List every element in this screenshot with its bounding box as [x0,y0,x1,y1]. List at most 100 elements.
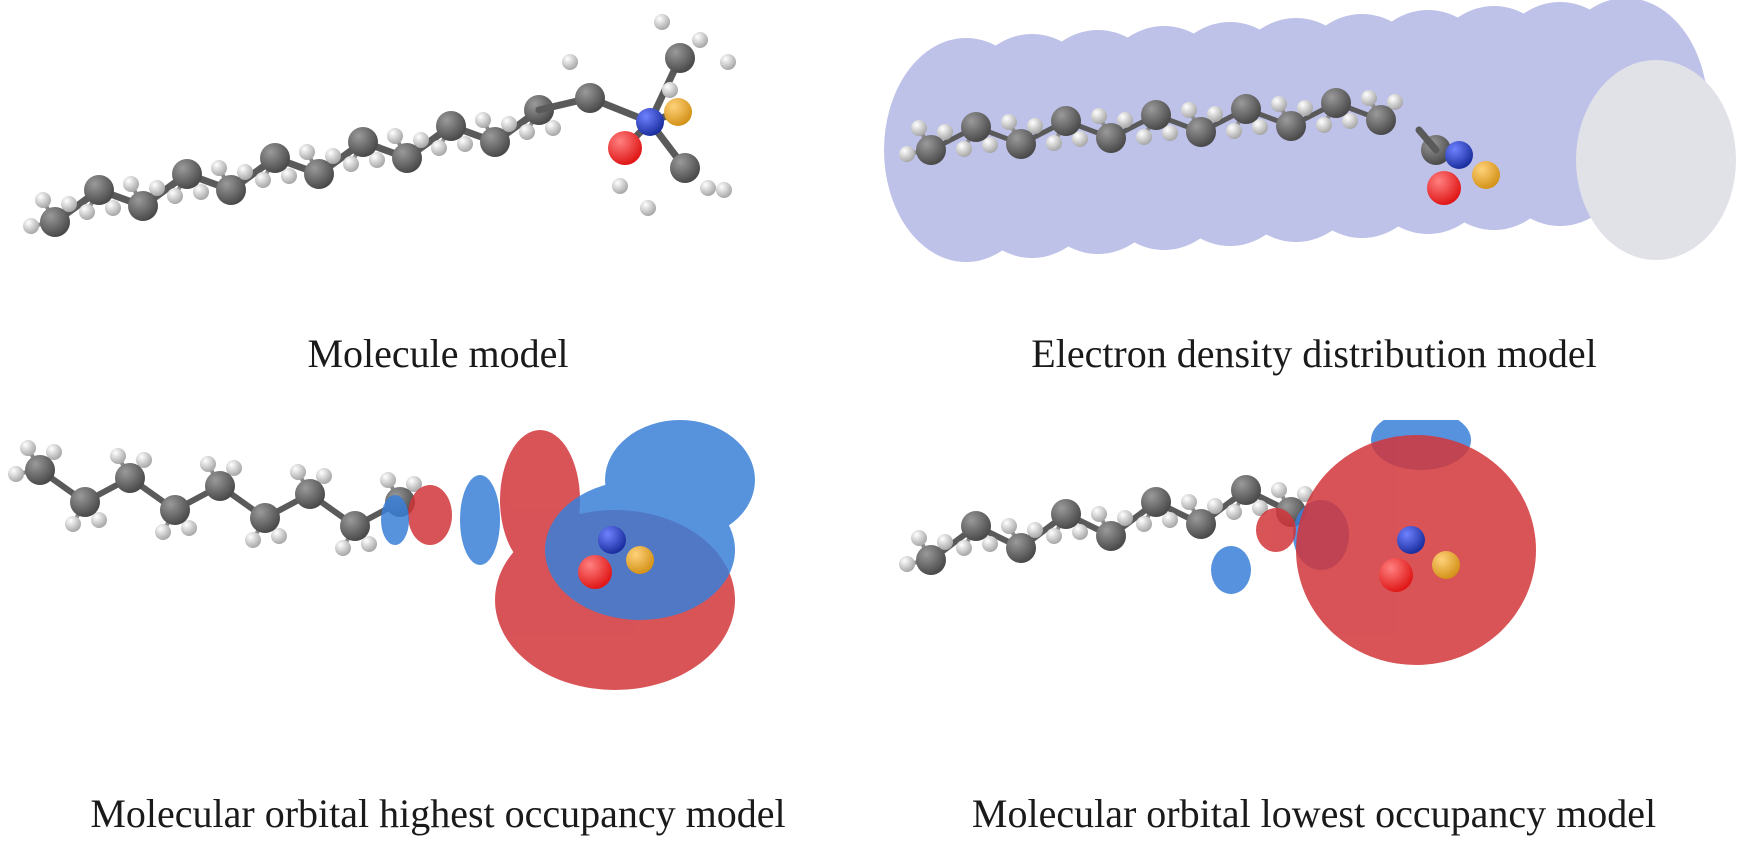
hydrogen-atom [716,182,732,198]
hydrogen-atom [181,520,197,536]
hydrogen-atom [149,180,165,196]
caption-molecule-model: Molecule model [307,331,569,376]
orbital-lobe [408,485,452,545]
hydrogen-atom [1072,524,1088,540]
hydrogen-atom [545,120,561,136]
carbon-atom [115,463,145,493]
carbon-atom [916,135,946,165]
hydrogen-atom [1117,510,1133,526]
hydrogen-atom [1297,100,1313,116]
carbon-atom [40,207,70,237]
hydrogen-atom [937,534,953,550]
carbon-atom [348,127,378,157]
hydrogen-atom [899,556,915,572]
carbon-atom [25,455,55,485]
hydrogen-atom [1027,118,1043,134]
hydrogen-atom [1136,516,1152,532]
hydrogen-atom [1162,512,1178,528]
sulfur-atom [1472,161,1500,189]
hydrogen-atom [662,82,678,98]
hydrogen-atom [316,468,332,484]
nitrogen-atom [598,526,626,554]
carbon-atom [670,153,700,183]
hydrogen-atom [700,180,716,196]
carbon-atom [1366,105,1396,135]
hydrogen-atom [720,54,736,70]
hydrogen-atom [155,524,171,540]
hydrogen-atom [457,136,473,152]
hydrogen-atom [475,112,491,128]
orbital-lobe [1256,508,1296,552]
hydrogen-atom [35,192,51,208]
hydrogen-atom [654,14,670,30]
hydrogen-atom [65,516,81,532]
carbon-atom [205,471,235,501]
hydrogen-atom [237,164,253,180]
carbon-atom [575,83,605,113]
hydrogen-atom [692,32,708,48]
hydrogen-atom [1271,96,1287,112]
hydrogen-atom [1207,106,1223,122]
hydrogen-atom [911,530,927,546]
hydrogen-atom [361,536,377,552]
oxygen-atom [608,131,642,165]
hydrogen-atom [299,144,315,160]
carbon-atom [665,43,695,73]
carbon-atom [1321,88,1351,118]
hydrogen-atom [1136,129,1152,145]
hydrogen-atom [982,536,998,552]
carbon-atom [1006,533,1036,563]
carbon-atom [436,111,466,141]
carbon-atom [1231,475,1261,505]
hydrogen-atom [1252,500,1268,516]
caption-electron-density-model: Electron density distribution model [1031,331,1597,376]
hydrogen-atom [1226,504,1242,520]
hydrogen-atom [1117,112,1133,128]
carbon-atom [961,511,991,541]
hydrogen-atom [1342,113,1358,129]
hydrogen-atom [46,444,62,460]
caption-homo-model: Molecular orbital highest occupancy mode… [90,791,786,836]
hydrogen-atom [255,172,271,188]
carbon-atom [1141,100,1171,130]
hydrogen-atom [91,512,107,528]
hydrogen-atom [193,184,209,200]
nitrogen-atom [1397,526,1425,554]
carbon-atom [128,191,158,221]
hydrogen-atom [431,140,447,156]
carbon-atom [916,545,946,575]
hydrogen-atom [136,452,152,468]
carbon-atom [1096,521,1126,551]
sulfur-atom [626,546,654,574]
carbon-atom [961,112,991,142]
carbon-atom [172,159,202,189]
carbon-atom [1141,487,1171,517]
carbon-atom [480,127,510,157]
hydrogen-atom [519,124,535,140]
molecule-model-panel [0,0,876,310]
hydrogen-atom [1181,102,1197,118]
hydrogen-atom [406,476,422,492]
hydrogen-atom [23,218,39,234]
hydrogen-atom [1046,135,1062,151]
sulfur-atom [1432,551,1460,579]
carbon-atom [70,487,100,517]
carbon-atom [1051,106,1081,136]
hydrogen-atom [110,448,126,464]
hydrogen-atom [79,204,95,220]
hydrogen-atom [1316,117,1332,133]
oxygen-atom [578,555,612,589]
hydrogen-atom [325,148,341,164]
hydrogen-atom [640,200,656,216]
hydrogen-atom [982,137,998,153]
carbon-atom [1276,111,1306,141]
carbon-atom [216,175,246,205]
orbital-lobe [460,475,500,565]
carbon-atom [340,511,370,541]
hydrogen-atom [281,168,297,184]
hydrogen-atom [1387,94,1403,110]
hydrogen-atom [271,528,287,544]
hydrogen-atom [413,132,429,148]
hydrogen-atom [61,196,77,212]
nitrogen-atom [1445,141,1473,169]
